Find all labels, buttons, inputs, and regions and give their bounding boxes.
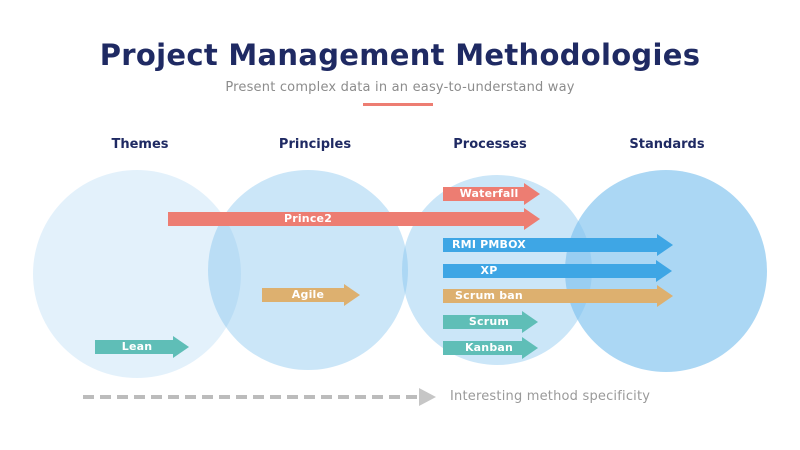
- arrow-head-icon: [657, 234, 673, 256]
- arrow-head-icon: [522, 311, 538, 333]
- arrow-head-icon: [344, 284, 360, 306]
- arrow-label: XP: [480, 264, 498, 277]
- arrow-label: Scrum ban: [455, 289, 523, 302]
- arrow-label: Prince2: [283, 212, 333, 225]
- column-header-themes: Themes: [111, 137, 169, 152]
- arrow-head-icon: [657, 285, 673, 307]
- methodology-arrow-lean: Lean: [95, 336, 189, 358]
- arrow-head-icon: [524, 208, 540, 230]
- column-header-standards: Standards: [629, 137, 705, 152]
- circle-principles: [208, 170, 408, 370]
- arrow-head-icon: [522, 337, 538, 359]
- arrow-shaft: [443, 341, 523, 355]
- arrow-shaft: [443, 187, 525, 201]
- methodology-arrow-xp: XP: [443, 260, 672, 282]
- column-header-principles: Principles: [278, 137, 352, 152]
- methodology-arrow-waterfall: Waterfall: [443, 183, 540, 205]
- methodology-arrow-scrum-ban: Scrum ban: [443, 285, 673, 307]
- specificity-axis-arrowhead-icon: [419, 388, 436, 406]
- arrow-shaft: [262, 288, 345, 302]
- arrow-shaft: [443, 264, 657, 278]
- arrow-label: Lean: [121, 340, 153, 353]
- specificity-axis-dashed-line: [83, 395, 417, 399]
- methodology-arrow-agile: Agile: [262, 284, 360, 306]
- slide-title: Project Management Methodologies: [99, 38, 701, 72]
- arrow-shaft: [168, 212, 525, 226]
- arrow-shaft: [443, 289, 658, 303]
- arrow-label: RMI PMBOX: [452, 238, 526, 251]
- arrow-label: Kanban: [464, 341, 514, 354]
- arrow-label: Scrum: [468, 315, 510, 328]
- methodology-arrow-prince2: Prince2: [168, 208, 540, 230]
- arrow-head-icon: [173, 336, 189, 358]
- column-header-processes: Processes: [453, 137, 527, 152]
- arrow-shaft: [95, 340, 174, 354]
- methodology-arrow-scrum: Scrum: [443, 311, 538, 333]
- methodology-arrow-rmi-pmbox: RMI PMBOX: [443, 234, 673, 256]
- arrow-shaft: [443, 315, 523, 329]
- slide-subtitle: Present complex data in an easy-to-under…: [225, 80, 575, 95]
- arrow-shaft: [443, 238, 658, 252]
- arrow-label: Agile: [291, 288, 325, 301]
- arrow-head-icon: [656, 260, 672, 282]
- subtitle-accent-underline: [363, 103, 433, 106]
- arrow-head-icon: [524, 183, 540, 205]
- methodology-arrow-kanban: Kanban: [443, 337, 538, 359]
- specificity-axis-label: Interesting method specificity: [450, 389, 651, 404]
- arrow-label: Waterfall: [459, 187, 519, 200]
